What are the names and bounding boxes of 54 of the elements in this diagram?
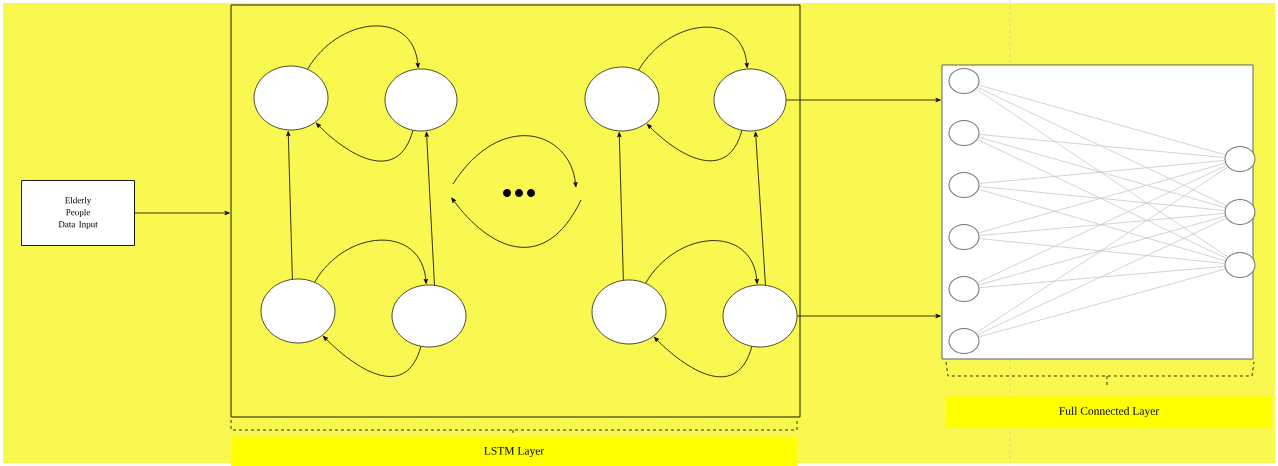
connection-line [979, 134, 1225, 158]
connection-line [978, 162, 1226, 234]
neuron-circle [384, 68, 458, 132]
arrow [753, 131, 766, 286]
neuron-circle [584, 66, 660, 132]
connection-line [979, 265, 1225, 289]
connection-line [977, 87, 1227, 206]
connection-line [979, 213, 1225, 236]
neuron-circle [260, 278, 336, 344]
arrow [646, 123, 743, 162]
connection-line [977, 165, 1227, 283]
connection-line [978, 136, 1226, 209]
connection-line [978, 84, 1226, 156]
arrow [424, 131, 435, 286]
lstm-layer-frame [230, 4, 801, 418]
arrow [314, 239, 428, 284]
connection-line [975, 166, 1229, 334]
neuron-circle [948, 223, 980, 251]
neuron-circle [1224, 145, 1256, 173]
arrow [322, 335, 422, 377]
connection-line [977, 139, 1227, 259]
arrow [617, 132, 624, 281]
connection-line [979, 186, 1225, 211]
neuron-circle [591, 279, 667, 345]
layer-label-band: Full Connected Layer [946, 396, 1272, 428]
neuron-circle [948, 67, 980, 95]
arrow [796, 313, 941, 319]
arrow [645, 240, 759, 284]
arrow [638, 26, 749, 71]
arrow [785, 97, 941, 103]
neuron-circle [1224, 198, 1256, 226]
neuron-circle [948, 327, 980, 355]
connection-line [979, 238, 1225, 264]
connection-line [978, 215, 1226, 286]
input-box: Elderly People Data Input [21, 180, 135, 246]
connection-line [978, 268, 1226, 338]
arrow [653, 336, 753, 378]
neuron-circle [253, 65, 329, 131]
arrow [315, 122, 414, 162]
layer-label-band: LSTM Layer [231, 438, 797, 466]
neuron-circle [948, 171, 980, 199]
arrow [286, 131, 293, 280]
connection-line [978, 188, 1226, 262]
connection-line [975, 88, 1229, 258]
arrow [307, 25, 420, 70]
neuron-circle [713, 68, 787, 132]
neuron-circle [948, 275, 980, 303]
connection-line [979, 160, 1225, 184]
arrow [134, 210, 230, 216]
neuron-circle [1224, 251, 1256, 279]
connection-line [977, 217, 1227, 336]
neuron-circle [722, 284, 798, 348]
neuron-circle [948, 119, 980, 147]
neuron-circle [391, 284, 467, 348]
